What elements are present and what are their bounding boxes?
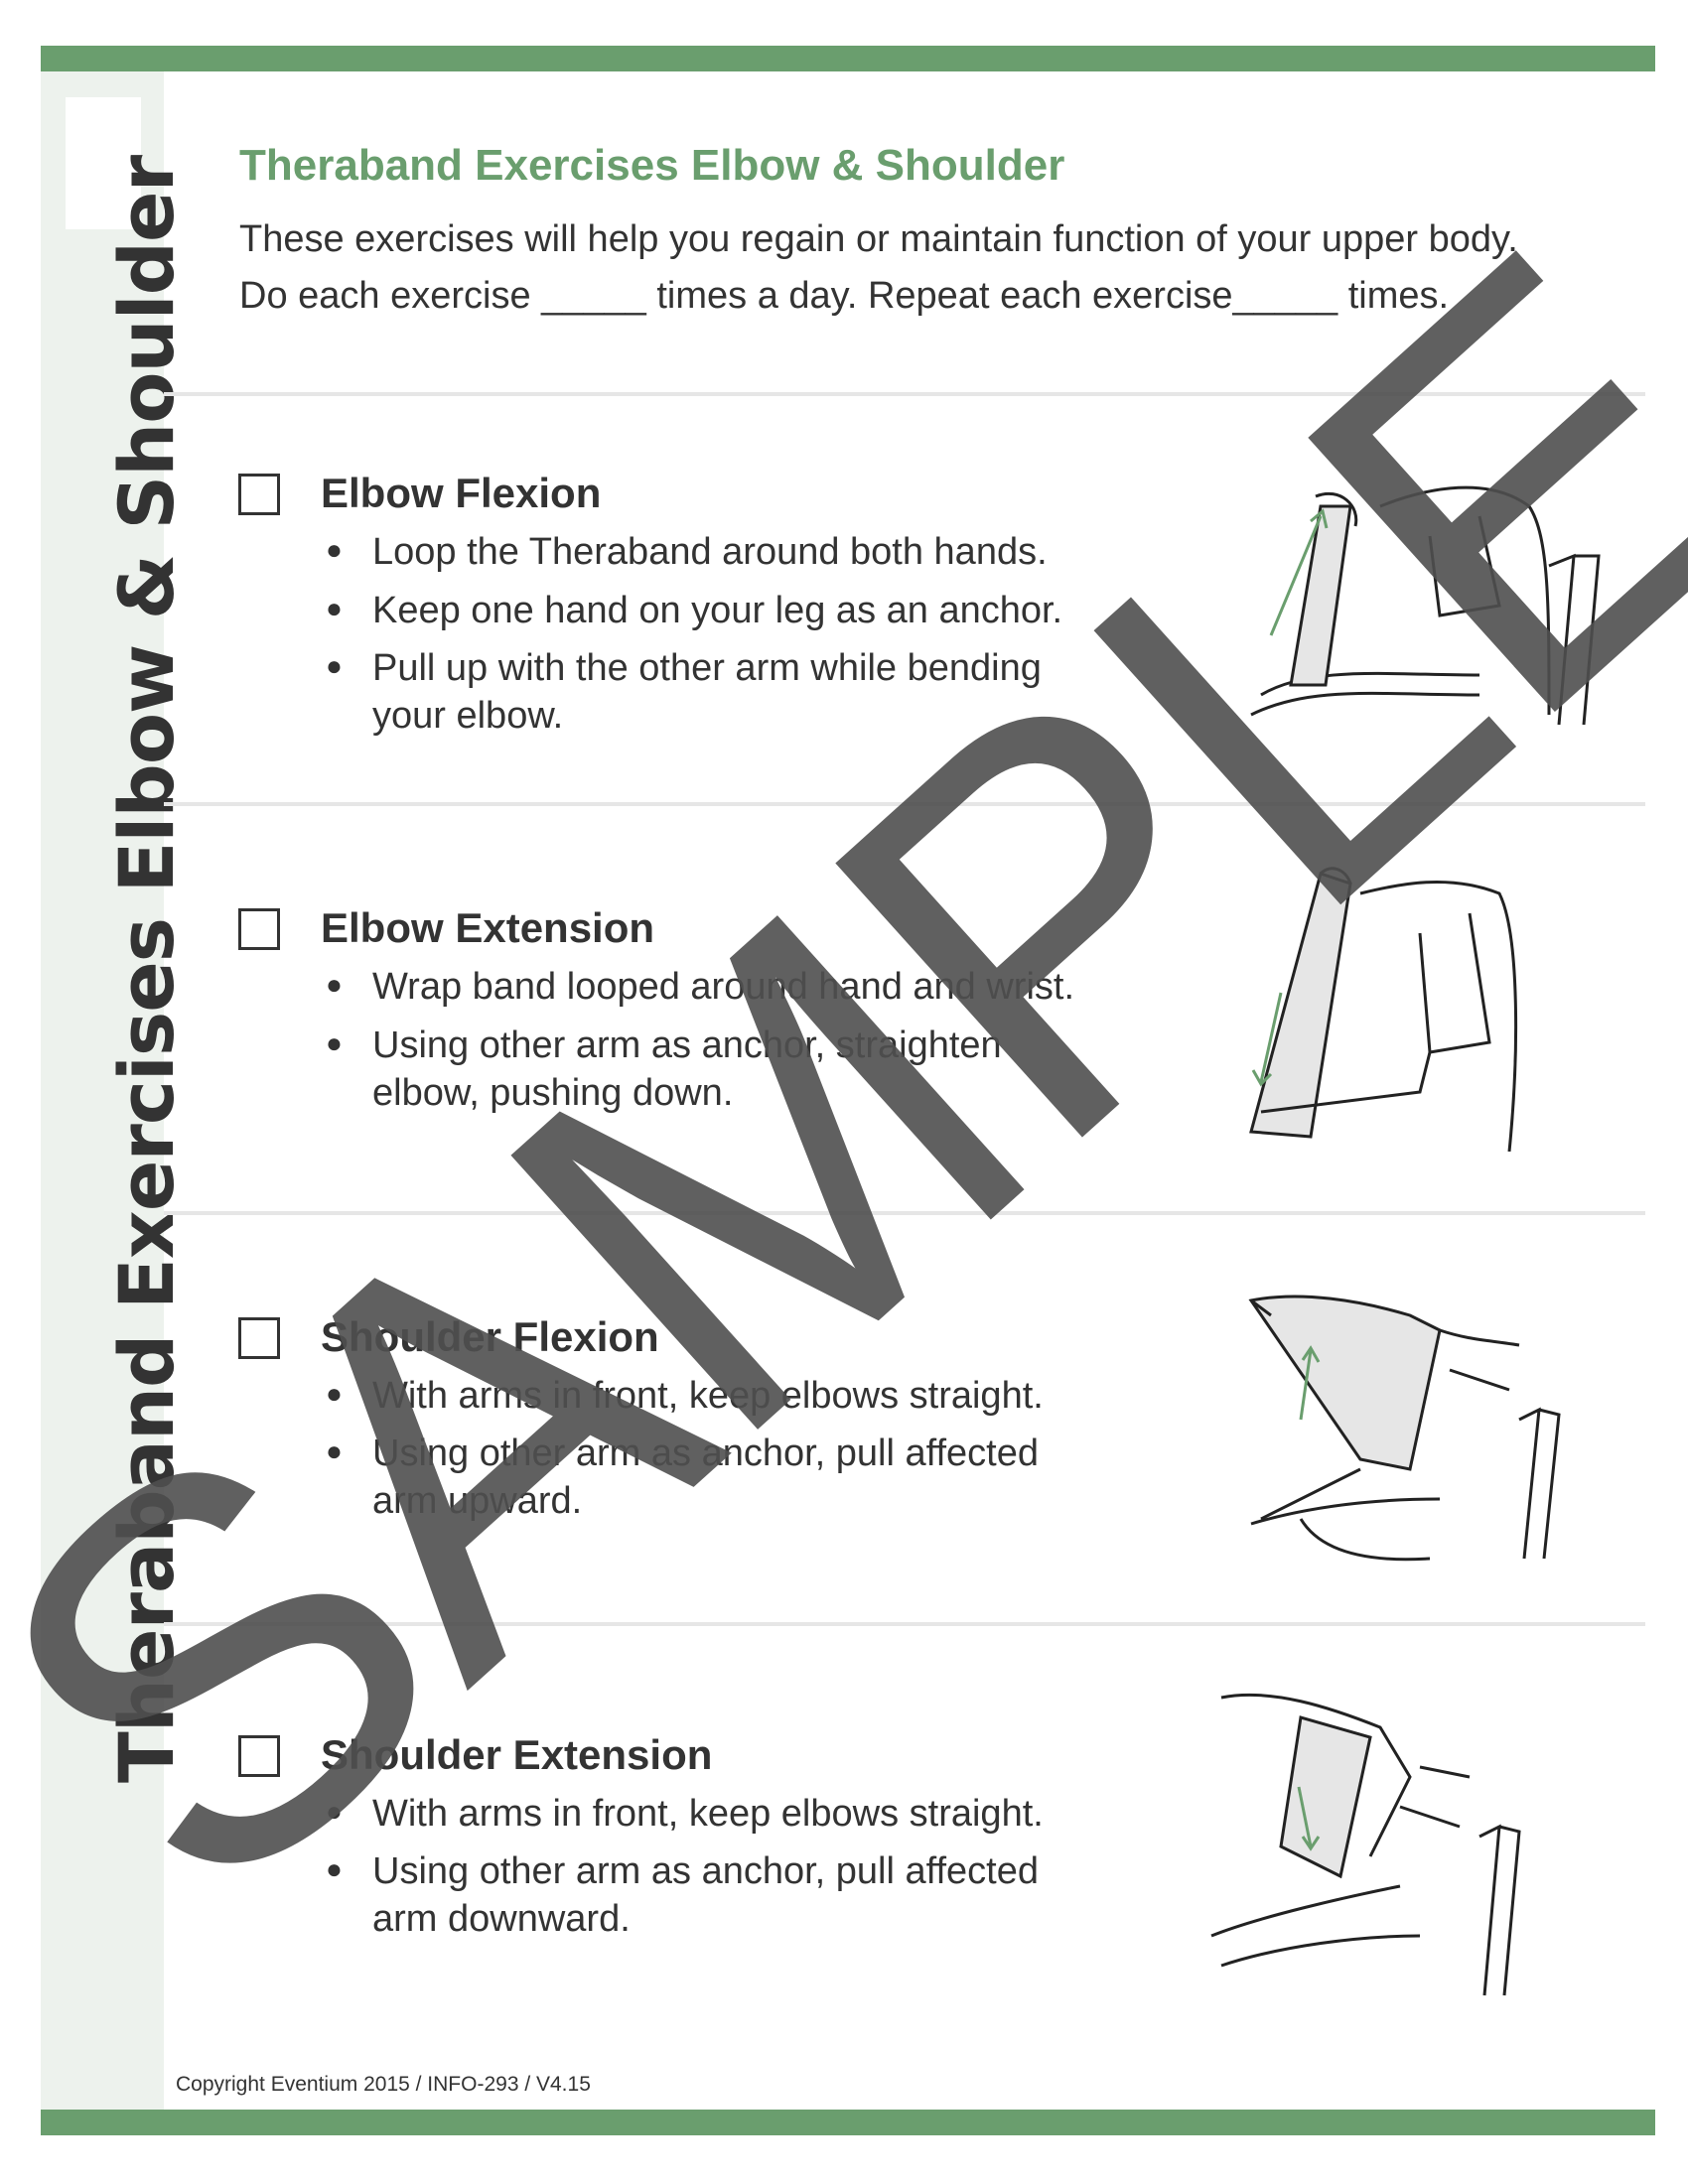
bullet-icon: ● bbox=[326, 1853, 343, 1884]
bullet-icon: ● bbox=[326, 534, 343, 565]
top-accent-bar bbox=[41, 46, 1655, 71]
elbow-extension-illustration bbox=[1249, 867, 1518, 1152]
exercise-checkbox[interactable] bbox=[238, 474, 280, 515]
exercise-step: With arms in front, keep elbows straight… bbox=[372, 1375, 1044, 1417]
vertical-title: Theraband Exercises Elbow & Shoulder bbox=[102, 155, 191, 1783]
exercise-step: Using other arm as anchor, straighten el… bbox=[372, 1024, 1002, 1114]
bullet-icon: ● bbox=[326, 969, 343, 1000]
exercise-step: Wrap band looped around hand and wrist. bbox=[372, 966, 1075, 1008]
divider bbox=[164, 802, 1645, 806]
page-title: Theraband Exercises Elbow & Shoulder bbox=[239, 141, 1065, 190]
bullet-icon: ● bbox=[326, 593, 343, 623]
exercise-step: Pull up with the other arm while bending… bbox=[372, 647, 1042, 737]
exercise-title: Shoulder Extension bbox=[321, 1731, 713, 1778]
sidebar bbox=[41, 71, 164, 2110]
divider bbox=[164, 1622, 1645, 1626]
frequency-text: Do each exercise _____ times a day. Repe… bbox=[239, 275, 1450, 317]
bullet-icon: ● bbox=[326, 1796, 343, 1827]
exercise-checkbox[interactable] bbox=[238, 1317, 280, 1359]
shoulder-flexion-illustration bbox=[1248, 1295, 1561, 1562]
sidebar-logo-area bbox=[66, 97, 141, 229]
exercise-checkbox[interactable] bbox=[238, 908, 280, 950]
bullet-icon: ● bbox=[326, 650, 343, 681]
exercise-title: Elbow Flexion bbox=[321, 470, 602, 516]
intro-text: These exercises will help you regain or … bbox=[239, 218, 1518, 260]
exercise-title: Elbow Extension bbox=[321, 904, 655, 951]
bullet-icon: ● bbox=[326, 1378, 343, 1409]
exercise-step: With arms in front, keep elbows straight… bbox=[372, 1793, 1044, 1835]
exercise-step: Using other arm as anchor, pull affected… bbox=[372, 1850, 1040, 1940]
exercise-title: Shoulder Flexion bbox=[321, 1313, 659, 1360]
bullet-icon: ● bbox=[326, 1435, 343, 1466]
bullet-icon: ● bbox=[326, 1027, 343, 1058]
shoulder-extension-illustration bbox=[1210, 1693, 1521, 1996]
exercise-step: Using other arm as anchor, pull affected… bbox=[372, 1433, 1040, 1522]
divider bbox=[164, 1211, 1645, 1215]
exercise-checkbox[interactable] bbox=[238, 1735, 280, 1777]
copyright-footer: Copyright Eventium 2015 / INFO-293 / V4.… bbox=[176, 2073, 591, 2096]
exercise-step: Keep one hand on your leg as an anchor. bbox=[372, 590, 1063, 631]
elbow-flexion-illustration bbox=[1250, 485, 1601, 726]
exercise-step: Loop the Theraband around both hands. bbox=[372, 531, 1048, 573]
divider bbox=[164, 392, 1645, 396]
bottom-accent-bar bbox=[41, 2110, 1655, 2135]
